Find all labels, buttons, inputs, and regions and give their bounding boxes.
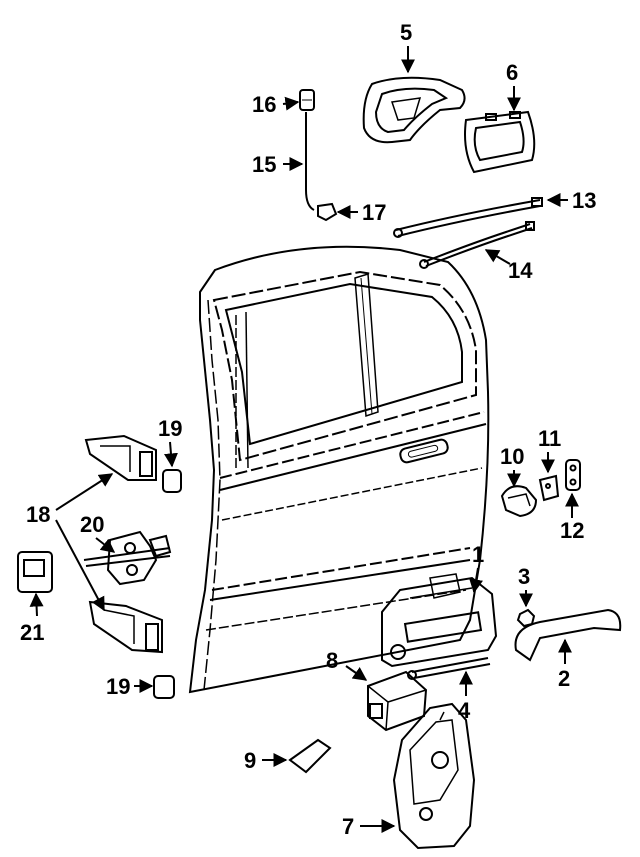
part-19-upper-pin-cover: [162, 469, 182, 493]
callout-6: 6: [506, 60, 518, 85]
part-20-door-check: [83, 530, 172, 586]
part-21-striker: [17, 551, 53, 593]
part-5-inner-handle-housing: [362, 76, 466, 144]
part-15-lock-rod: [305, 112, 315, 211]
part-6-handle-bezel: [464, 110, 536, 174]
rear-door-shell: [188, 245, 490, 694]
callout-21: 21: [20, 620, 44, 645]
part-13-cable: [393, 197, 543, 238]
callout-4: 4: [458, 698, 471, 723]
callout-5: 5: [400, 20, 412, 45]
part-17-rod-clip: [317, 202, 338, 222]
callout-17: 17: [362, 200, 386, 225]
callout-labels: 5 6 16 15 17 13 14 19 10 11 12 18 20 21 …: [20, 20, 596, 839]
part-14-cable: [419, 221, 535, 269]
callout-16: 16: [252, 92, 276, 117]
part-7-door-latch: [392, 702, 476, 850]
callout-9: 9: [244, 748, 256, 773]
part-3-nut: [516, 608, 536, 628]
callout-1: 1: [472, 542, 484, 567]
callout-7: 7: [342, 814, 354, 839]
callout-3: 3: [518, 564, 530, 589]
part-11-gasket: [538, 474, 560, 502]
callout-8: 8: [326, 648, 338, 673]
part-2-outer-handle: [514, 608, 622, 662]
callout-18: 18: [26, 502, 50, 527]
callout-14: 14: [508, 258, 533, 283]
part-9-cover-cap: [288, 738, 332, 774]
part-19-lower-pin-cover: [153, 675, 175, 699]
callout-10: 10: [500, 444, 524, 469]
part-18-upper-hinge: [84, 434, 157, 481]
callout-15: 15: [252, 152, 276, 177]
callout-20: 20: [80, 512, 104, 537]
callout-19-lower: 19: [106, 674, 130, 699]
part-16-lock-button: [299, 89, 315, 111]
callout-12: 12: [560, 518, 584, 543]
leader-arrows: [29, 46, 579, 833]
callout-2: 2: [558, 666, 570, 691]
part-18-lower-hinge: [88, 600, 163, 654]
part-10-lock-cylinder: [500, 485, 538, 518]
part-12-lock-trim: [565, 459, 581, 491]
callout-19-upper: 19: [158, 416, 182, 441]
callout-13: 13: [572, 188, 596, 213]
callout-11: 11: [538, 426, 561, 451]
